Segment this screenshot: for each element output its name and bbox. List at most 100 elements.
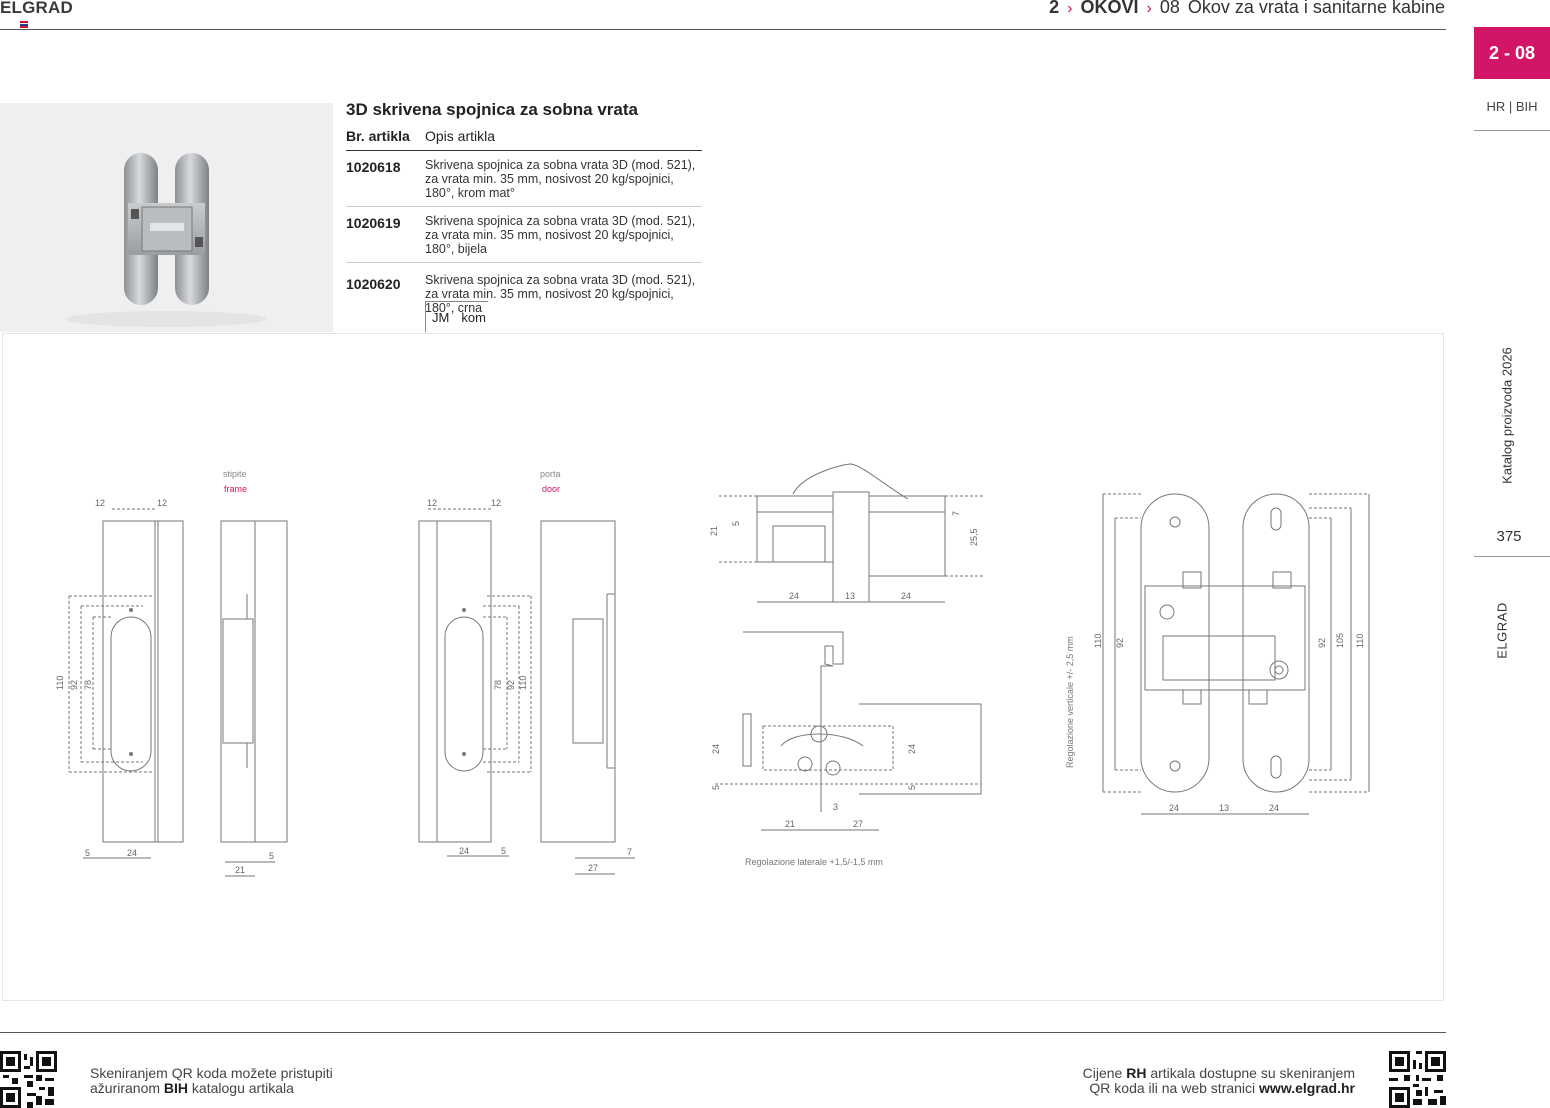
- dim-label: 78: [83, 680, 93, 690]
- table-row: 1020618 Skrivena spojnica za sobna vrata…: [346, 151, 702, 207]
- unit-label: JM: [432, 309, 450, 325]
- footer-bih-line1: Skeniranjem QR koda možete pristupiti: [90, 1065, 333, 1081]
- page-number: 375: [1496, 528, 1522, 545]
- chevron-right-icon: ›: [1067, 0, 1073, 17]
- footer-text: QR koda ili na web stranici: [1089, 1080, 1260, 1096]
- article-code: 1020620: [346, 276, 401, 292]
- hinge-front-drawing: 110 92 92 105 110 Regolazione verticale …: [1065, 493, 1370, 815]
- section-drawing: 24 13 24 21 5 7 25,5 21 27 3 24 5 24 5: [709, 463, 983, 867]
- col-header-code: Br. artikla: [346, 128, 410, 144]
- section-tab[interactable]: 2 - 08: [1474, 27, 1550, 79]
- dim-label: 24: [1169, 803, 1179, 813]
- dim-label: 21: [709, 526, 719, 536]
- language-label: HR | BIH: [1486, 99, 1538, 114]
- dim-label: 24: [1269, 803, 1279, 813]
- dim-label: 21: [785, 819, 795, 829]
- product-photo: [0, 103, 333, 332]
- article-code: 1020618: [346, 159, 401, 175]
- dim-label: 27: [853, 819, 863, 829]
- col-header-desc: Opis artikla: [425, 128, 496, 144]
- dim-label: 110: [55, 676, 65, 690]
- table-row: 1020620 Skrivena spojnica za sobna vrata…: [346, 263, 702, 321]
- dim-label: 5: [731, 521, 741, 526]
- footer-rh-line2: QR koda ili na web stranici www.elgrad.h…: [1083, 1081, 1355, 1096]
- flag-icon: [20, 21, 28, 28]
- dim-label: 12: [157, 498, 167, 508]
- dim-label: 13: [1219, 803, 1229, 813]
- door-drawing: porta door 78: [418, 469, 635, 875]
- dim-label: 110: [1355, 634, 1365, 648]
- breadcrumb: 2 › OKOVI › 08 Okov za vrata i sanitarne…: [1049, 0, 1445, 18]
- qr-code-icon[interactable]: [0, 1051, 57, 1108]
- dim-label: 27: [588, 863, 598, 873]
- table-row: 1020619 Skrivena spojnica za sobna vrata…: [346, 207, 702, 263]
- dim-label: 5: [907, 785, 917, 790]
- dim-label: 3: [833, 802, 838, 812]
- dim-label: 24: [711, 744, 721, 754]
- dim-label: 24: [907, 744, 917, 754]
- dim-label: 7: [627, 847, 632, 857]
- website-link[interactable]: www.elgrad.hr: [1259, 1080, 1355, 1096]
- dim-label: 5: [269, 851, 274, 861]
- drawing-canvas: stipite frame: [55, 463, 1370, 877]
- dim-label: 12: [95, 498, 105, 508]
- breadcrumb-section[interactable]: Okov za vrata i sanitarne kabine: [1187, 0, 1445, 17]
- dim-label: 92: [1317, 638, 1327, 648]
- chevron-right-icon: ›: [1146, 0, 1152, 17]
- dim-label: 92: [69, 680, 79, 690]
- article-desc: Skrivena spojnica za sobna vrata 3D (mod…: [425, 158, 696, 200]
- table-header: Br. artikla Opis artikla: [346, 128, 702, 151]
- vertical-adjustment-note: Regolazione verticale +/- 2,5 mm: [1065, 636, 1075, 768]
- lateral-adjustment-note: Regolazione laterale +1,5/-1,5 mm: [745, 857, 883, 867]
- dim-label: 92: [1115, 638, 1125, 648]
- qr-code-icon[interactable]: [1389, 1051, 1446, 1108]
- dim-label: 5: [501, 846, 506, 856]
- dim-label: 24: [789, 591, 799, 601]
- dim-label: 5: [85, 848, 90, 858]
- rail-brand: ELGRAD: [1494, 602, 1510, 659]
- article-desc: Skrivena spojnica za sobna vrata 3D (mod…: [425, 273, 696, 315]
- hinge-photo-icon: [66, 153, 266, 327]
- dim-label: 12: [427, 498, 437, 508]
- dim-label: 24: [127, 848, 137, 858]
- dim-label: 24: [901, 591, 911, 601]
- unit-value: kom: [461, 309, 486, 325]
- breadcrumb-chapter[interactable]: OKOVI: [1080, 0, 1139, 17]
- footer-text: Cijene: [1082, 1065, 1127, 1081]
- footer-rh-note: Cijene RH artikala dostupne su skeniranj…: [1083, 1066, 1355, 1096]
- dim-label: 110: [518, 676, 528, 690]
- dim-label: 7: [951, 511, 961, 516]
- footer-bih-note: Skeniranjem QR koda možete pristupiti až…: [90, 1066, 333, 1096]
- footer-bold: RH: [1126, 1065, 1147, 1081]
- breadcrumb-section-num: 08: [1159, 0, 1180, 17]
- header-divider: [0, 29, 1446, 30]
- door-label-en: door: [542, 484, 560, 494]
- footer-bold: BIH: [163, 1080, 189, 1096]
- dim-label: 24: [459, 846, 469, 856]
- dim-label: 105: [1335, 633, 1345, 648]
- footer-divider: [0, 1032, 1446, 1033]
- frame-label-en: frame: [224, 484, 247, 494]
- dim-label: 25,5: [969, 528, 979, 546]
- footer-text: katalogu artikala: [188, 1080, 294, 1096]
- footer-text: artikala dostupne su skeniranjem: [1146, 1065, 1355, 1081]
- dim-label: 5: [711, 785, 721, 790]
- article-desc: Skrivena spojnica za sobna vrata 3D (mod…: [425, 214, 696, 256]
- breadcrumb-chapter-num: 2: [1049, 0, 1060, 17]
- dim-label: 92: [506, 680, 516, 690]
- footer-text: ažuriranom: [90, 1080, 164, 1096]
- door-label-it: porta: [540, 469, 561, 479]
- unit-cell: JM kom: [425, 301, 488, 332]
- rail-divider: [1474, 130, 1550, 131]
- dim-label: 12: [491, 498, 501, 508]
- dim-label: 21: [235, 865, 245, 875]
- footer-rh-line1: Cijene RH artikala dostupne su skeniranj…: [1083, 1066, 1355, 1081]
- frame-drawing: stipite frame: [55, 469, 288, 877]
- dim-label: 110: [1093, 634, 1103, 648]
- footer-bih-line2: ažuriranom BIH katalogu artikala: [90, 1081, 333, 1096]
- dim-label: 13: [845, 591, 855, 601]
- product-title: 3D skrivena spojnica za sobna vrata: [346, 100, 638, 119]
- technical-drawings: stipite frame: [2, 333, 1444, 1001]
- product-table: 3D skrivena spojnica za sobna vrata Br. …: [346, 100, 702, 321]
- catalog-label: Katalog proizvoda 2026: [1499, 347, 1515, 484]
